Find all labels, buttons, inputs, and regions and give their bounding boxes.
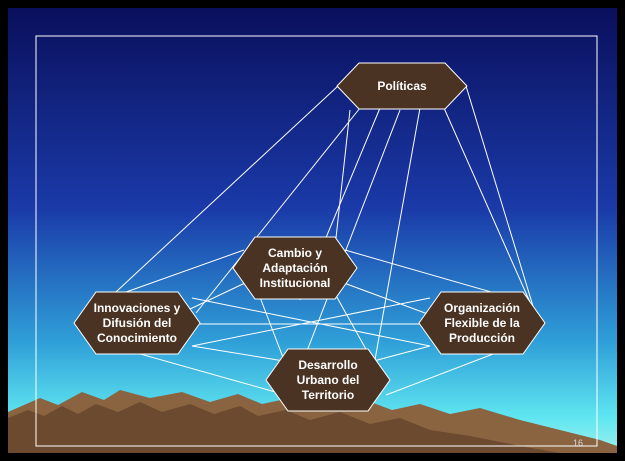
node-shape-cambio (232, 236, 358, 300)
connector-line (89, 85, 339, 317)
node-shape-organizacion (418, 291, 546, 355)
node-shape-innovaciones (73, 291, 201, 355)
node-politicas: Políticas (336, 62, 468, 110)
connector-line (294, 109, 401, 383)
node-label-organizacion: Organización (444, 301, 520, 315)
page-number: 16 (573, 438, 583, 448)
connector-line (335, 109, 351, 239)
connector-line (443, 107, 538, 319)
connector-line (195, 107, 361, 314)
node-label-desarrollo: Territorio (302, 388, 354, 402)
connector-line (369, 345, 431, 363)
node-label-innovaciones: Conocimiento (97, 331, 177, 345)
node-label-politicas: Políticas (377, 79, 427, 93)
node-label-desarrollo: Desarrollo (298, 358, 357, 372)
connector-line (191, 297, 431, 347)
connector-line (191, 345, 291, 363)
node-label-organizacion: Flexible de la (444, 316, 520, 330)
slide-frame (35, 35, 598, 447)
node-shape-politicas (336, 62, 468, 110)
connector-line (465, 85, 537, 317)
node-label-cambio: Institucional (260, 276, 331, 290)
node-label-organizacion: Producción (449, 331, 515, 345)
node-shape-desarrollo (265, 348, 391, 412)
node-label-cambio: Adaptación (262, 261, 327, 275)
node-label-innovaciones: Innovaciones y (94, 301, 181, 315)
node-label-cambio: Cambio y (268, 246, 322, 260)
connector-line (257, 291, 285, 361)
mountain-range (8, 390, 617, 453)
node-label-desarrollo: Urbano del (297, 373, 360, 387)
node-label-innovaciones: Difusión del (103, 316, 172, 330)
